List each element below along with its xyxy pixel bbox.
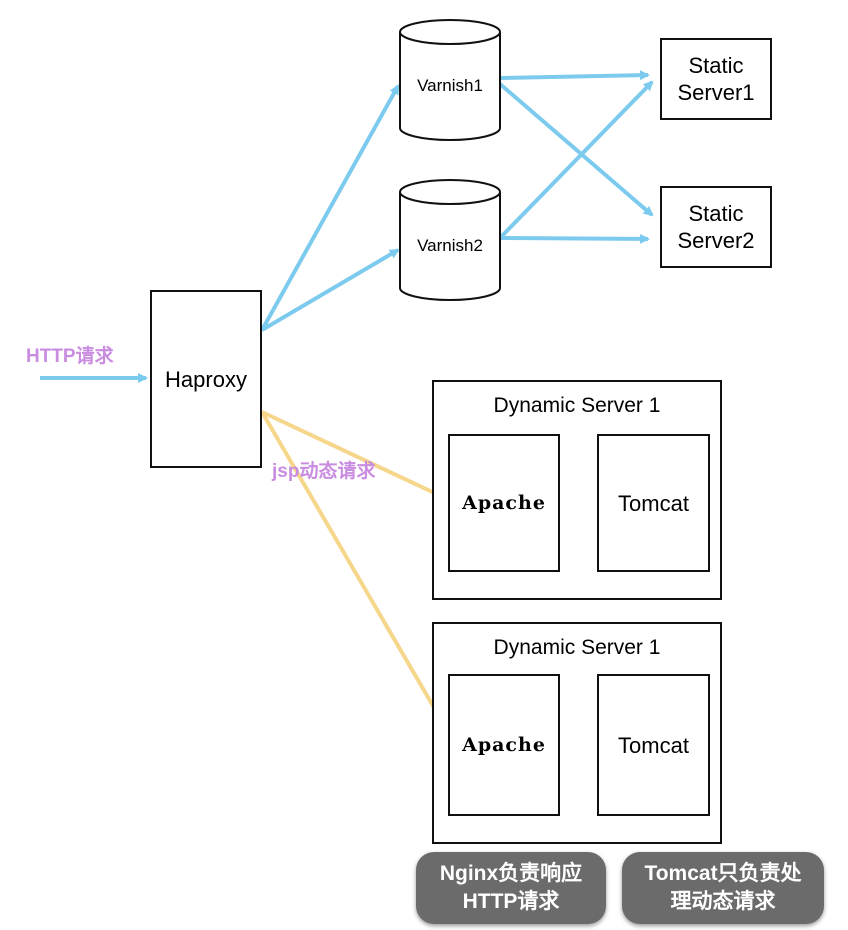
haproxy-label: Haproxy [165, 366, 247, 392]
arrow-varnish2-to-static1 [498, 80, 654, 240]
arrow-haproxy-to-varnish1 [260, 84, 400, 331]
apache-node-1: Apache [448, 434, 560, 572]
arrow-haproxy-to-apache2 [260, 410, 445, 725]
jsp-request-label: jsp动态请求 [272, 461, 376, 482]
tomcat-note: Tomcat只负责处理动态请求 [622, 852, 824, 924]
haproxy-node: Haproxy [150, 290, 262, 468]
tomcat-label: Tomcat [618, 732, 689, 758]
tomcat-label: Tomcat [618, 490, 689, 516]
varnish1-label: Varnish1 [417, 76, 483, 95]
arrow-varnish2-to-static2 [499, 233, 650, 244]
arrow-varnish1-to-static2 [498, 82, 654, 217]
dynamic-server-title: Dynamic Server 1 [493, 636, 661, 659]
arrow-haproxy-to-varnish2 [260, 248, 400, 332]
static-server1: Static Server1 [660, 38, 772, 120]
static-server1-label: Static Server1 [677, 53, 755, 105]
tomcat-note-text: Tomcat只负责处理动态请求 [644, 862, 802, 913]
http-request-label: HTTP请求 [26, 346, 114, 367]
apache-label: Apache [462, 734, 546, 756]
nginx-note: Nginx负责响应HTTP请求 [416, 852, 606, 924]
varnish1-cylinder [399, 19, 501, 141]
arrow-haproxy-to-apache1 [261, 410, 445, 499]
nginx-note-text: Nginx负责响应HTTP请求 [439, 862, 583, 913]
tomcat-node-2: Tomcat [597, 674, 710, 816]
varnish2-cylinder [399, 179, 501, 301]
varnish2-label: Varnish2 [417, 236, 483, 255]
static-server2-label: Static Server2 [677, 201, 755, 253]
apache-node-2: Apache [448, 674, 560, 816]
apache-label: Apache [462, 492, 546, 514]
static-server2: Static Server2 [660, 186, 772, 268]
tomcat-node-1: Tomcat [597, 434, 710, 572]
dynamic-server-title: Dynamic Server 1 [493, 394, 661, 417]
arrow-varnish1-to-static1 [499, 70, 650, 81]
